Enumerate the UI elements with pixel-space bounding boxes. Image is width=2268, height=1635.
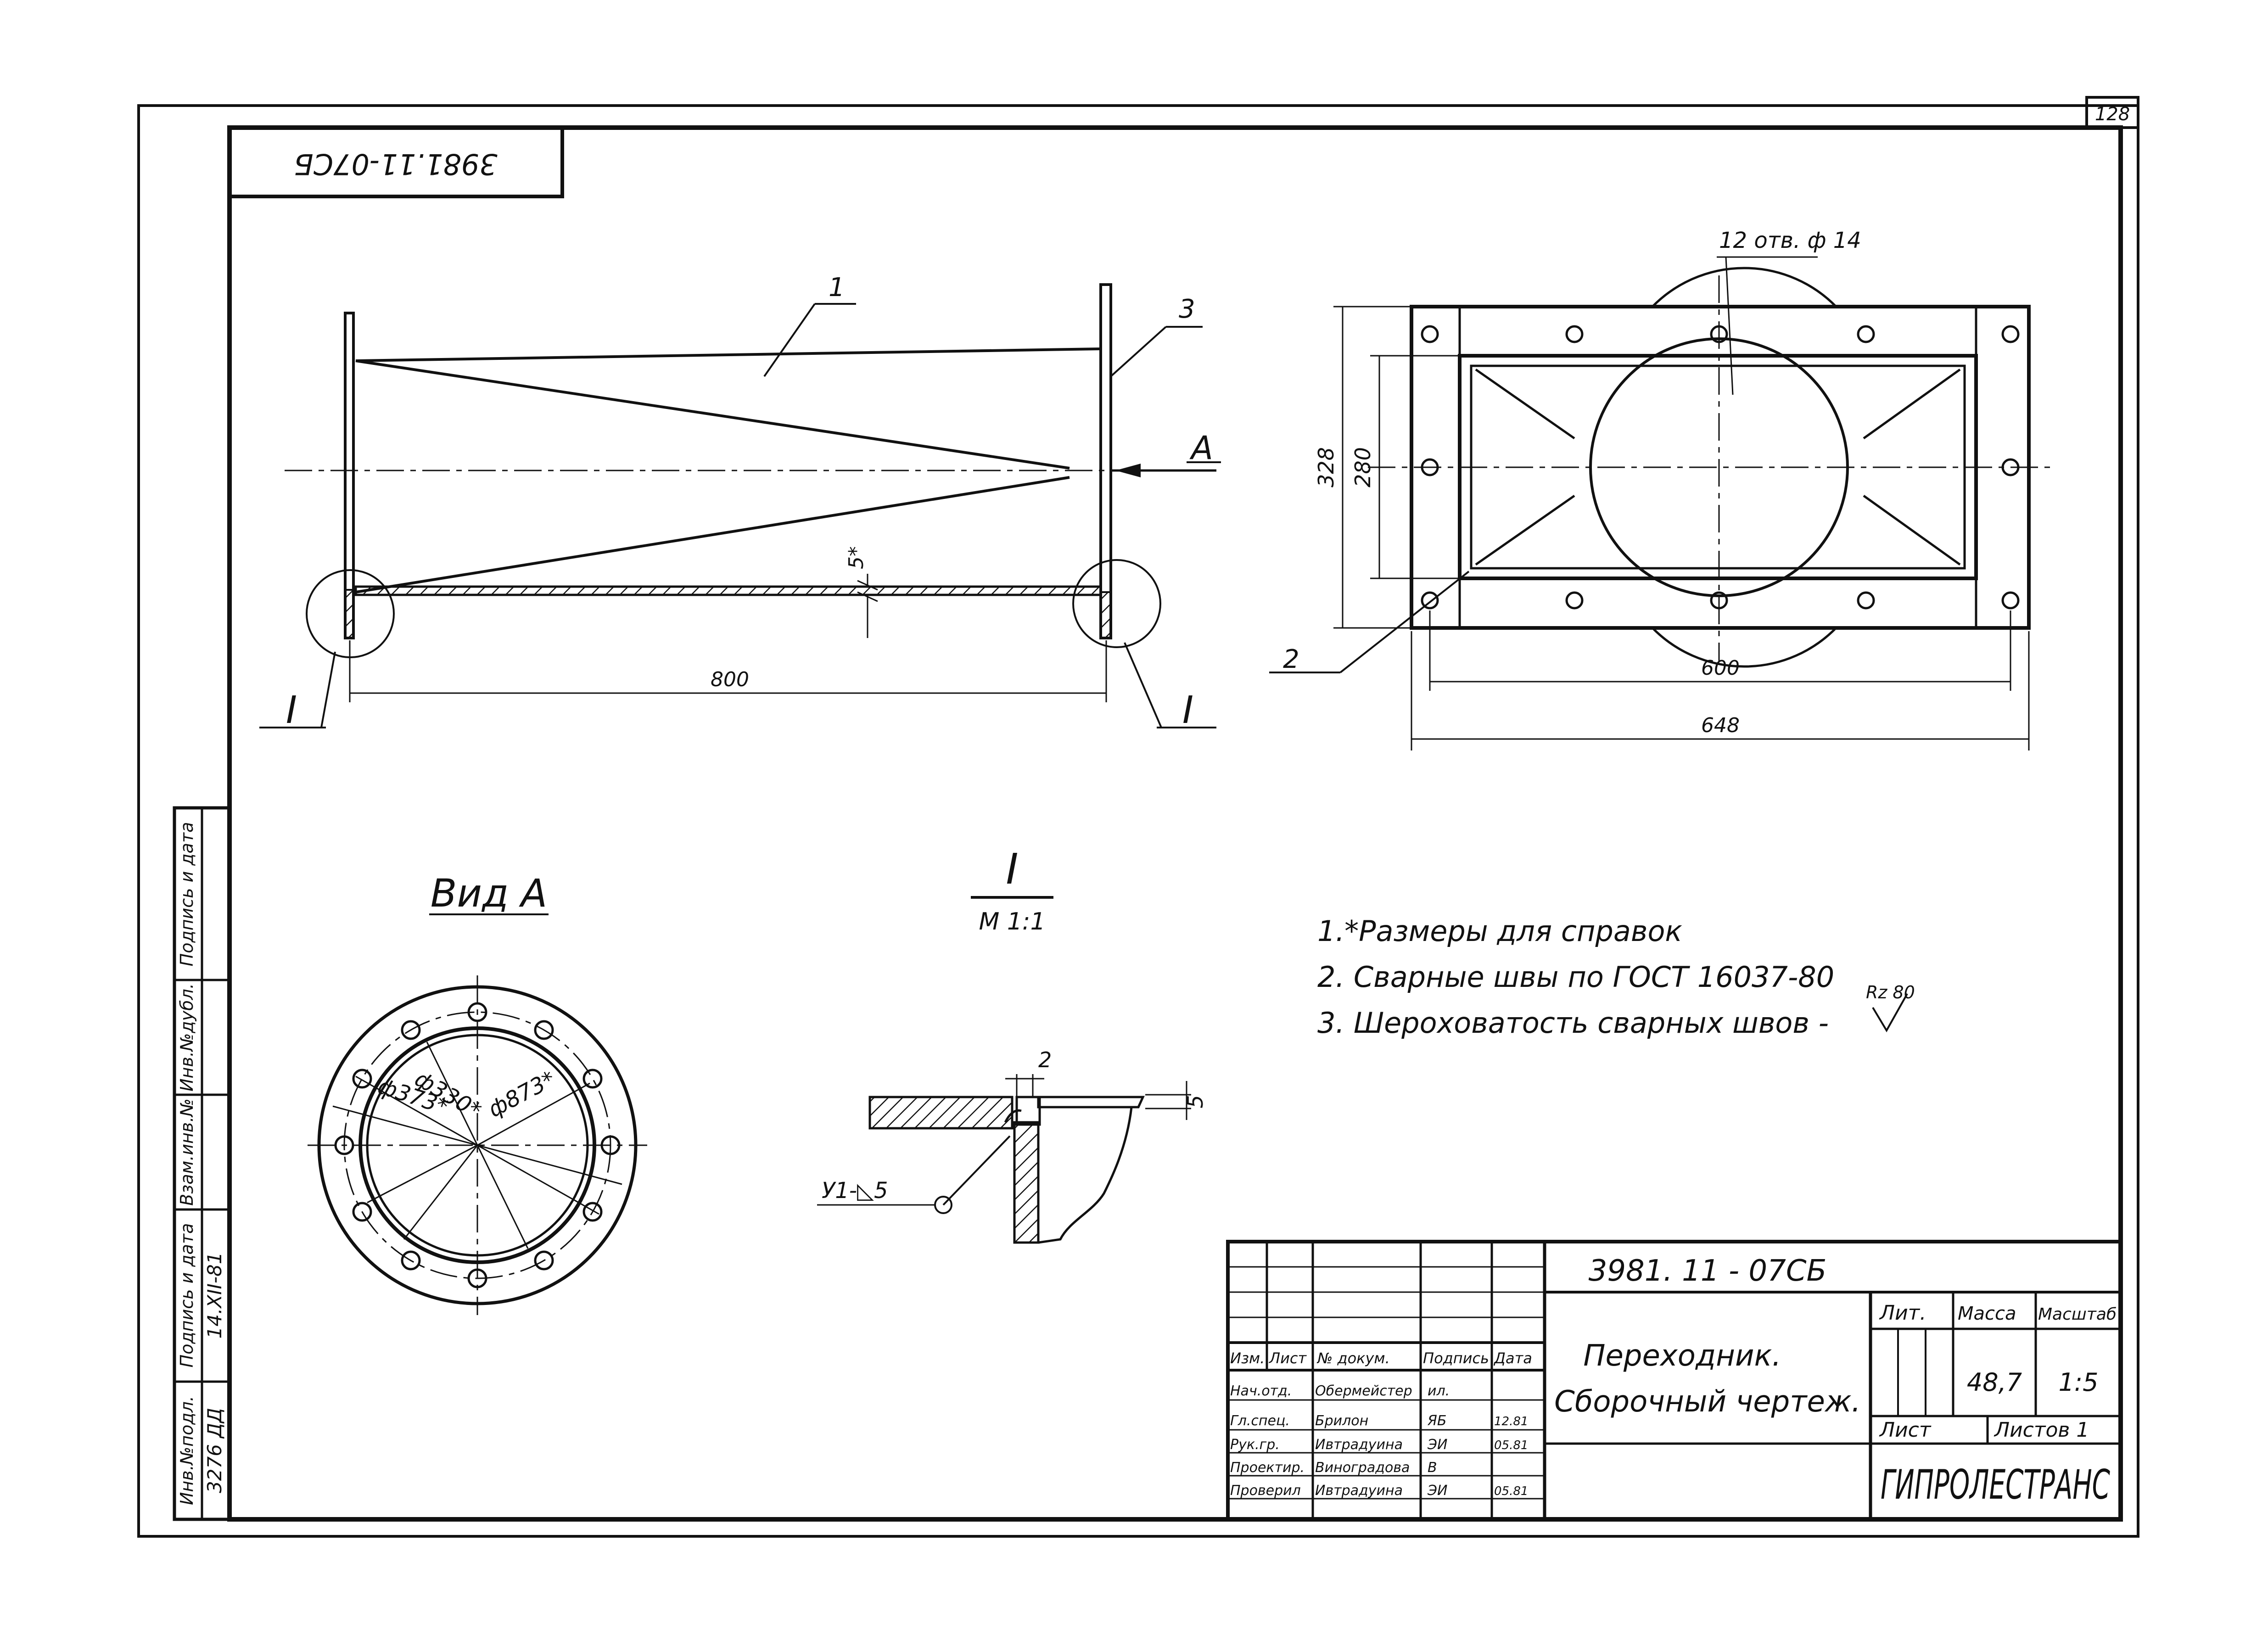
scale-value: 1:5 (2059, 1368, 2099, 1397)
col-date: Дата (1493, 1349, 1532, 1367)
col-doc: № докум. (1316, 1349, 1390, 1367)
stamp-label-inv-dubl: Инв.№дубл. (177, 983, 197, 1092)
side-view (259, 283, 1221, 728)
mass-value: 48,7 (1967, 1368, 2022, 1397)
corner-doc-code: 3981.11-07СБ (294, 147, 497, 181)
stamp-label-vzam: Взам.инв.№ (177, 1098, 197, 1206)
role-0: Нач.отд. (1230, 1383, 1292, 1399)
date-2: 05.81 (1494, 1439, 1528, 1452)
length-dim: 800 (711, 668, 749, 691)
organization: ГИПРОЛЕСТРАНС (1881, 1461, 2110, 1508)
detail-title: I (1006, 845, 1018, 894)
inner-frame (227, 125, 2123, 1522)
sign-2: ЭИ (1427, 1437, 1447, 1453)
sign-3: В (1428, 1460, 1437, 1476)
view-a-title: Вид А (431, 871, 547, 916)
name-2: Ивтрадуина (1315, 1437, 1403, 1453)
note-2: 2. Сварные швы по ГОСТ 16037-80 (1317, 960, 1834, 994)
col-sign: Подпись (1423, 1349, 1489, 1367)
sheet-number: 128 (2095, 104, 2130, 125)
corner-code-box (228, 126, 564, 198)
sheet-number-box (2085, 96, 2139, 129)
top-view (1269, 256, 2052, 750)
name-0: Обермейстер (1315, 1383, 1412, 1399)
detail-section (817, 1074, 1191, 1244)
note-3: 3. Шероховатость сварных швов - (1317, 1006, 1829, 1040)
role-4: Проверил (1230, 1483, 1301, 1499)
listov-label: Листов 1 (1994, 1418, 2089, 1442)
stamp-label-inv-podl: Инв.№подл. (177, 1396, 197, 1505)
title-name-line1: Переходник. (1583, 1339, 1781, 1373)
detail-scale: М 1:1 (979, 908, 1045, 935)
sign-1: ЯБ (1427, 1413, 1446, 1429)
role-3: Проектир. (1230, 1460, 1305, 1476)
outer-frame (137, 104, 2139, 1538)
view-arrow-a: А (1189, 429, 1213, 467)
role-1: Гл.спец. (1230, 1413, 1290, 1429)
col-izm: Изм. (1230, 1349, 1265, 1367)
roughness-symbol (1872, 993, 1908, 1032)
scale-label: Масштаб (2038, 1305, 2117, 1324)
col-list: Лист (1269, 1349, 1307, 1367)
roughness-value: Rz 80 (1866, 982, 1915, 1002)
holes-note: 12 отв. ф 14 (1719, 228, 1861, 253)
note-1: 1.*Размеры для справок (1317, 914, 1682, 948)
view-a (308, 975, 647, 1315)
stamp-date: 14.XII-81 (203, 1252, 226, 1339)
detail-right-label: I (1182, 689, 1193, 732)
name-4: Ивтрадуина (1315, 1483, 1403, 1499)
wall-thickness: 5* (845, 546, 868, 569)
stamp-inv-number: 3276 ДД (203, 1408, 226, 1493)
date-1: 12.81 (1494, 1415, 1528, 1428)
height-inner-dim: 280 (1350, 447, 1375, 487)
notes: 1.*Размеры для справок 2. Сварные швы по… (1317, 914, 1834, 1040)
detail-dim-2: 2 (1038, 1047, 1052, 1072)
weld-symbol: У1-◺5 (822, 1178, 888, 1204)
height-outer-dim: 328 (1314, 447, 1338, 487)
title-doc-code: 3981. 11 - 07СБ (1589, 1254, 1827, 1288)
stamp-label-sign-date-1: Подпись и дата (177, 1223, 197, 1368)
width-inner-dim: 600 (1701, 656, 1740, 680)
pos-2-label: 2 (1283, 644, 1299, 674)
mass-label: Масса (1958, 1303, 2016, 1324)
title-block (1226, 1240, 2122, 1521)
width-outer-dim: 648 (1701, 714, 1740, 737)
detail-dim-5: 5 (1183, 1095, 1208, 1108)
title-name-line2: Сборочный чертеж. (1554, 1385, 1861, 1419)
date-4: 05.81 (1494, 1484, 1528, 1498)
diameter-outer: ф873* (484, 1066, 560, 1123)
lit-label: Лит. (1879, 1301, 1926, 1325)
pos-1-label: 1 (829, 273, 845, 302)
sign-4: ЭИ (1427, 1483, 1447, 1499)
role-2: Рук.гр. (1230, 1437, 1280, 1453)
pos-3-label: 3 (1179, 294, 1195, 324)
list-label: Лист (1879, 1418, 1932, 1442)
detail-left-label: I (286, 689, 297, 732)
bolt-holes (1421, 325, 2020, 610)
sign-0: ил. (1428, 1383, 1450, 1399)
stamp-label-sign-date-2: Подпись и дата (177, 822, 197, 967)
side-stamp (173, 806, 231, 1521)
name-3: Виноградова (1315, 1460, 1410, 1476)
name-1: Брилон (1315, 1413, 1368, 1429)
